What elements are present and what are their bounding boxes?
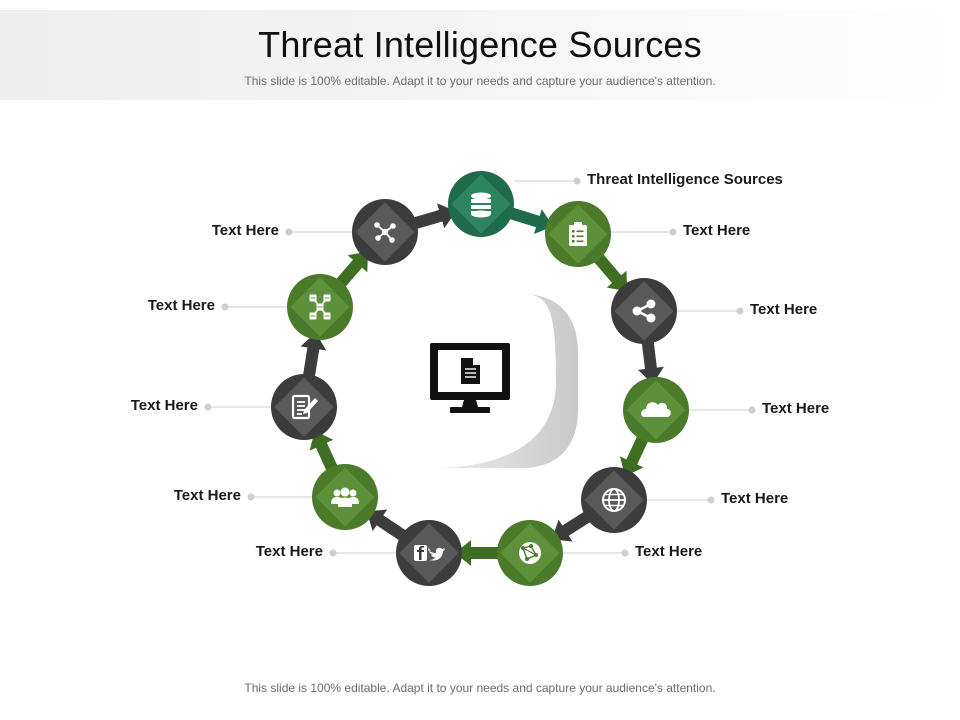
cycle-node (581, 467, 647, 533)
monitor-document-icon (430, 343, 510, 413)
share-icon (632, 299, 656, 323)
users-group-icon (331, 487, 359, 507)
connector-dot (204, 403, 212, 411)
clipboard-list-icon (569, 222, 587, 246)
node-label: Threat Intelligence Sources (587, 171, 783, 188)
connector-dot (621, 549, 629, 557)
cycle-arrow (455, 540, 502, 566)
cycle-node (497, 520, 563, 586)
center-graphic (430, 294, 578, 468)
cycle-node (396, 520, 462, 586)
cycle-nodes (271, 171, 689, 586)
node-label: Text Here (255, 543, 323, 560)
cycle-arrow (410, 203, 456, 230)
node-label: Text Here (721, 490, 789, 507)
connector-dot (573, 177, 581, 185)
cycle-arrow (506, 206, 554, 234)
connector-dot (329, 549, 337, 557)
node-label: Text Here (130, 397, 198, 414)
connector-dot (748, 406, 756, 414)
network-globe-icon (519, 542, 541, 564)
node-label: Text Here (635, 543, 703, 560)
document-edit-icon (291, 394, 318, 420)
database-icon (471, 192, 491, 218)
cycle-node (352, 199, 418, 265)
cycle-node (545, 201, 611, 267)
cycle-arrow (620, 432, 650, 477)
cycle-arrow (309, 430, 339, 474)
connector-dot (707, 496, 715, 504)
cycle-arrow (300, 332, 327, 381)
cycle-node (448, 171, 514, 237)
cycle-node (312, 464, 378, 530)
connector-lines (204, 177, 756, 557)
node-label: Text Here (750, 301, 818, 318)
cycle-node (287, 274, 353, 340)
cycle-arrow (591, 251, 628, 292)
cycle-arrow (333, 251, 368, 290)
server-network-icon (309, 294, 331, 320)
cycle-arrow (552, 509, 594, 542)
cycle-arrows (300, 203, 664, 566)
cycle-arrow (366, 509, 409, 543)
header-band (0, 10, 960, 100)
node-label: Text Here (147, 297, 215, 314)
page-subtitle: This slide is 100% editable. Adapt it to… (244, 74, 716, 88)
center-crescent (432, 294, 578, 468)
node-label: Text Here (211, 222, 279, 239)
connector-dot (285, 228, 293, 236)
cycle-node (611, 278, 677, 344)
cycle-node (271, 374, 337, 440)
node-label: Text Here (762, 400, 830, 417)
connector-dot (669, 228, 677, 236)
cycle-node (623, 377, 689, 443)
social-media-icon (414, 545, 445, 561)
node-label: Text Here (683, 222, 751, 239)
page-footer: This slide is 100% editable. Adapt it to… (244, 681, 716, 695)
connector-dot (247, 493, 255, 501)
cloud-icon (641, 402, 671, 417)
node-label: Text Here (173, 487, 241, 504)
network-nodes-icon (374, 222, 396, 243)
connector-dot (221, 303, 229, 311)
cycle-arrow (638, 338, 664, 385)
connector-dot (736, 307, 744, 315)
globe-icon (602, 488, 626, 512)
page-title: Threat Intelligence Sources (258, 24, 702, 65)
